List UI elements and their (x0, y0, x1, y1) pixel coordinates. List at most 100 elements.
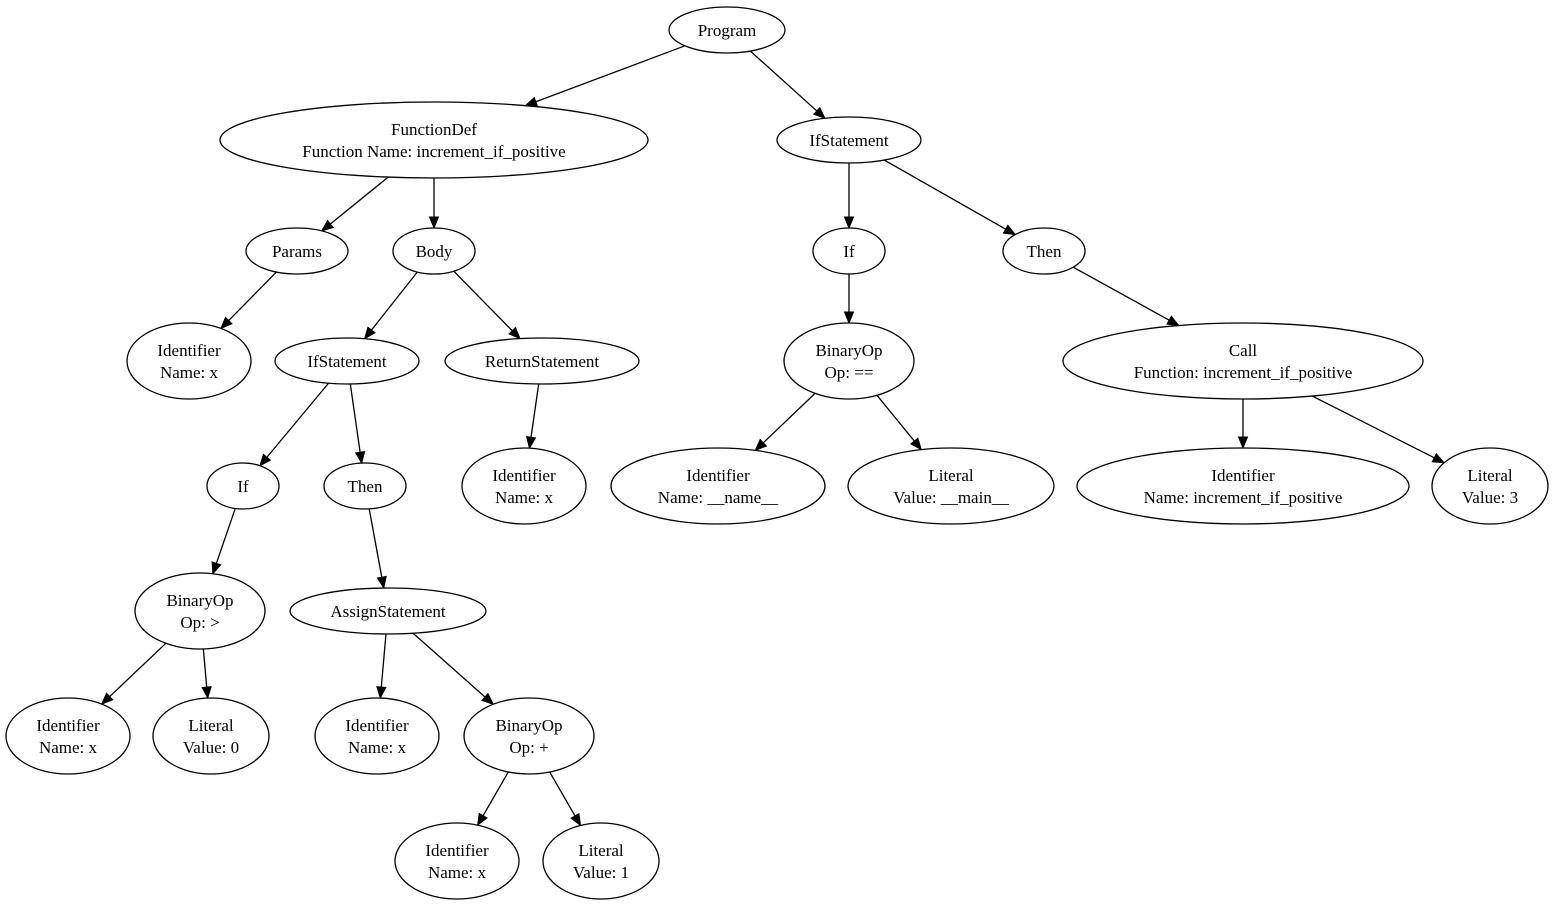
edge-line (215, 508, 236, 564)
node-then-inner[interactable]: Then (323, 462, 407, 510)
edge-then_inner-to-assign (368, 508, 387, 590)
edge-line (1312, 395, 1435, 459)
node-ellipse (783, 322, 915, 400)
node-type-label: Identifier (36, 716, 100, 735)
edge-funcdef-to-params (320, 176, 389, 232)
node-ellipse (610, 447, 826, 525)
node-detail-label: Op: + (509, 738, 548, 757)
edge-ifstmt_top-to-then_top (883, 159, 1017, 236)
node-ellipse (394, 822, 520, 900)
edge-line (876, 394, 915, 442)
node-ellipse (1076, 447, 1410, 525)
arrowhead-icon (376, 686, 387, 700)
node-ellipse (812, 227, 886, 275)
arrowhead-icon (211, 561, 222, 575)
arrowhead-icon (909, 437, 923, 451)
arrowhead-icon (1002, 224, 1017, 236)
node-ellipse (323, 462, 407, 510)
node-then-top[interactable]: Then (1002, 227, 1086, 275)
node-type-label: Identifier (345, 716, 409, 735)
node-detail-label: Function Name: increment_if_positive (302, 142, 565, 161)
node-detail-label: Name: x (160, 363, 219, 382)
node-type-label: Call (1229, 341, 1258, 360)
edge-binop_eq-to-eq_name (754, 392, 816, 452)
edge-body-to-ifstmt_inner (363, 271, 418, 340)
node-type-label: BinaryOp (166, 591, 233, 610)
node-type-label: IfStatement (809, 131, 889, 150)
edge-assign-to-assign_x (376, 633, 387, 700)
node-ellipse (134, 572, 266, 650)
edge-line (762, 392, 816, 444)
node-assign[interactable]: AssignStatement (289, 587, 487, 635)
edge-line (370, 271, 418, 331)
node-return[interactable]: ReturnStatement (444, 337, 640, 385)
node-body[interactable]: Body (392, 227, 476, 275)
node-detail-label: Name: x (39, 738, 98, 757)
node-ellipse (461, 447, 587, 525)
arrowhead-icon (220, 316, 233, 330)
node-ellipse (1431, 447, 1549, 525)
edge-body-to-return (453, 270, 521, 340)
node-program[interactable]: Program (668, 6, 786, 54)
node-ellipse (847, 447, 1055, 525)
arrowhead-icon (570, 812, 582, 827)
edge-program-to-funcdef (524, 45, 686, 107)
edge-binop_plus-to-plus_x (476, 771, 509, 827)
edge-ifstmt_inner-to-then_inner (349, 383, 366, 465)
node-ifstmt-inner[interactable]: IfStatement (274, 337, 420, 385)
arrowhead-icon (1431, 452, 1446, 464)
node-type-label: Identifier (425, 841, 489, 860)
edge-line (1072, 266, 1170, 321)
node-ellipse (776, 116, 922, 164)
node-detail-label: Value: 0 (183, 738, 239, 757)
node-type-label: Literal (188, 716, 234, 735)
node-ellipse (126, 322, 252, 400)
node-type-label: Identifier (686, 466, 750, 485)
node-detail-label: Value: 1 (573, 863, 629, 882)
edge-line (530, 383, 540, 438)
node-type-label: Literal (578, 841, 624, 860)
node-params[interactable]: Params (245, 227, 349, 275)
edge-funcdef-to-body (428, 178, 440, 230)
arrowhead-icon (1166, 315, 1180, 327)
node-if-inner[interactable]: If (206, 462, 280, 510)
arrowhead-icon (525, 436, 537, 450)
node-type-label: Then (1027, 242, 1062, 261)
node-ellipse (463, 697, 595, 775)
edge-call-to-call_id (1237, 399, 1249, 450)
node-ellipse (5, 697, 131, 775)
arrowhead-icon (812, 106, 826, 120)
node-ellipse (1002, 227, 1086, 275)
node-ellipse (245, 227, 349, 275)
edge-ifstmt_inner-to-if_inner (259, 382, 330, 467)
edge-if_inner-to-binop_gt (211, 508, 236, 575)
edge-then_top-to-call (1072, 266, 1180, 327)
node-ellipse (219, 101, 649, 179)
node-ifstmt-top[interactable]: IfStatement (776, 116, 922, 164)
edge-line (228, 271, 277, 322)
node-detail-label: Function: increment_if_positive (1134, 363, 1353, 382)
edge-line (535, 45, 686, 103)
edge-line (412, 632, 486, 698)
node-ellipse (392, 227, 476, 275)
node-if-top[interactable]: If (812, 227, 886, 275)
arrowhead-icon (481, 692, 495, 706)
edge-call-to-call_arg (1312, 395, 1446, 464)
node-ellipse (206, 462, 280, 510)
